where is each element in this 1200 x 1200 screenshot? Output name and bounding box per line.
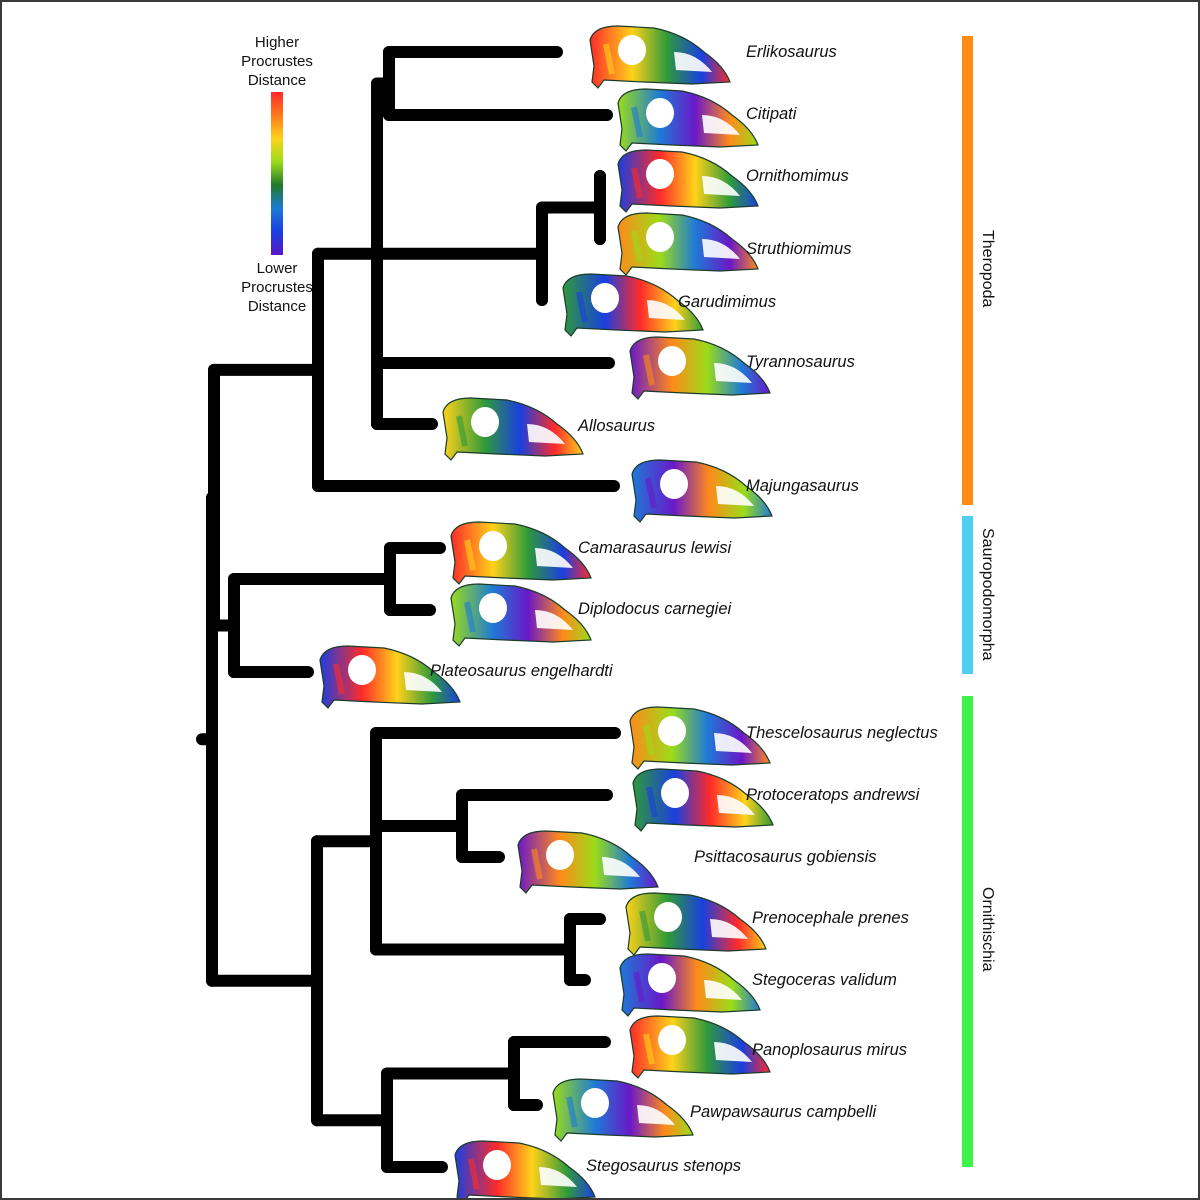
clade-label-ornithischia: Ornithischia [979, 887, 996, 972]
skull-pawpawsaurus-campbelli-icon [547, 1075, 697, 1143]
skull-erlikosaurus-icon [584, 22, 734, 90]
skull-psittacosaurus-gobiensis-icon [512, 827, 662, 895]
clade-label-sauropodomorpha: Sauropodomorpha [979, 528, 996, 661]
taxon-label-garudimimus: Garudimimus [678, 293, 777, 311]
skull-protoceratops-andrewsi-icon [627, 765, 777, 833]
taxon-label-plateosaurus-engelhardti: Plateosaurus engelhardti [430, 662, 613, 680]
taxon-label-protoceratops-andrewsi: Protoceratops andrewsi [746, 786, 920, 804]
skull-stegosaurus-stenops-icon [449, 1137, 599, 1198]
skull-tyrannosaurus-icon [624, 333, 774, 401]
skull-prenocephale-prenes-icon [620, 889, 770, 957]
skull-allosaurus-icon [437, 394, 587, 462]
legend-bottom-line-1: Lower [256, 260, 298, 277]
taxon-label-ornithomimus: Ornithomimus [746, 167, 849, 185]
clade-label-theropoda: Theropoda [979, 230, 996, 308]
taxon-label-citipati: Citipati [746, 105, 797, 123]
legend-bottom-label: Lower Procrustes Distance [217, 259, 337, 316]
skull-diplodocus-carnegiei-icon [445, 580, 595, 648]
taxon-label-allosaurus: Allosaurus [578, 417, 656, 435]
skull-stegoceras-validum-icon [614, 950, 764, 1018]
clade-bar-sauropodomorpha [962, 516, 973, 674]
skull-thescelosaurus-neglectus-icon [624, 703, 774, 771]
taxon-label-stegoceras-validum: Stegoceras validum [752, 971, 897, 989]
taxon-label-thescelosaurus-neglectus: Thescelosaurus neglectus [746, 724, 938, 742]
taxon-label-majungasaurus: Majungasaurus [746, 477, 859, 495]
taxon-label-panoplosaurus-mirus: Panoplosaurus mirus [752, 1041, 907, 1059]
taxon-label-tyrannosaurus: Tyrannosaurus [746, 353, 855, 371]
taxon-label-camarasaurus-lewisi: Camarasaurus lewisi [578, 539, 732, 557]
taxon-label-prenocephale-prenes: Prenocephale prenes [752, 909, 909, 927]
legend-top-line-1: Higher [254, 34, 300, 51]
taxon-label-erlikosaurus: Erlikosaurus [746, 43, 837, 61]
clade-bar-theropoda [962, 36, 973, 505]
skull-garudimimus-icon [557, 270, 707, 338]
taxon-label-struthiomimus: Struthiomimus [746, 240, 852, 258]
taxon-label-pawpawsaurus-campbelli: Pawpawsaurus campbelli [690, 1103, 877, 1121]
legend-bottom-line-2: Procrustes [241, 279, 313, 296]
skull-majungasaurus-icon [626, 456, 776, 524]
legend-top-line-2: Procrustes [241, 53, 313, 70]
legend-bottom-line-3: Distance [247, 298, 307, 315]
skull-citipati-icon [612, 85, 762, 153]
taxon-label-stegosaurus-stenops: Stegosaurus stenops [586, 1157, 742, 1175]
skull-struthiomimus-icon [612, 209, 762, 277]
color-gradient-bar [271, 92, 283, 255]
skull-plateosaurus-engelhardti-icon [314, 642, 464, 710]
skull-ornithomimus-icon [612, 146, 762, 214]
skull-panoplosaurus-mirus-icon [624, 1012, 774, 1080]
skull-camarasaurus-lewisi-icon [445, 518, 595, 586]
taxon-label-diplodocus-carnegiei: Diplodocus carnegiei [578, 600, 732, 618]
legend-top-label: Higher Procrustes Distance [217, 33, 337, 90]
legend-top-line-3: Distance [247, 72, 307, 89]
clade-bar-ornithischia [962, 696, 973, 1167]
taxon-label-psittacosaurus-gobiensis: Psittacosaurus gobiensis [694, 848, 877, 866]
